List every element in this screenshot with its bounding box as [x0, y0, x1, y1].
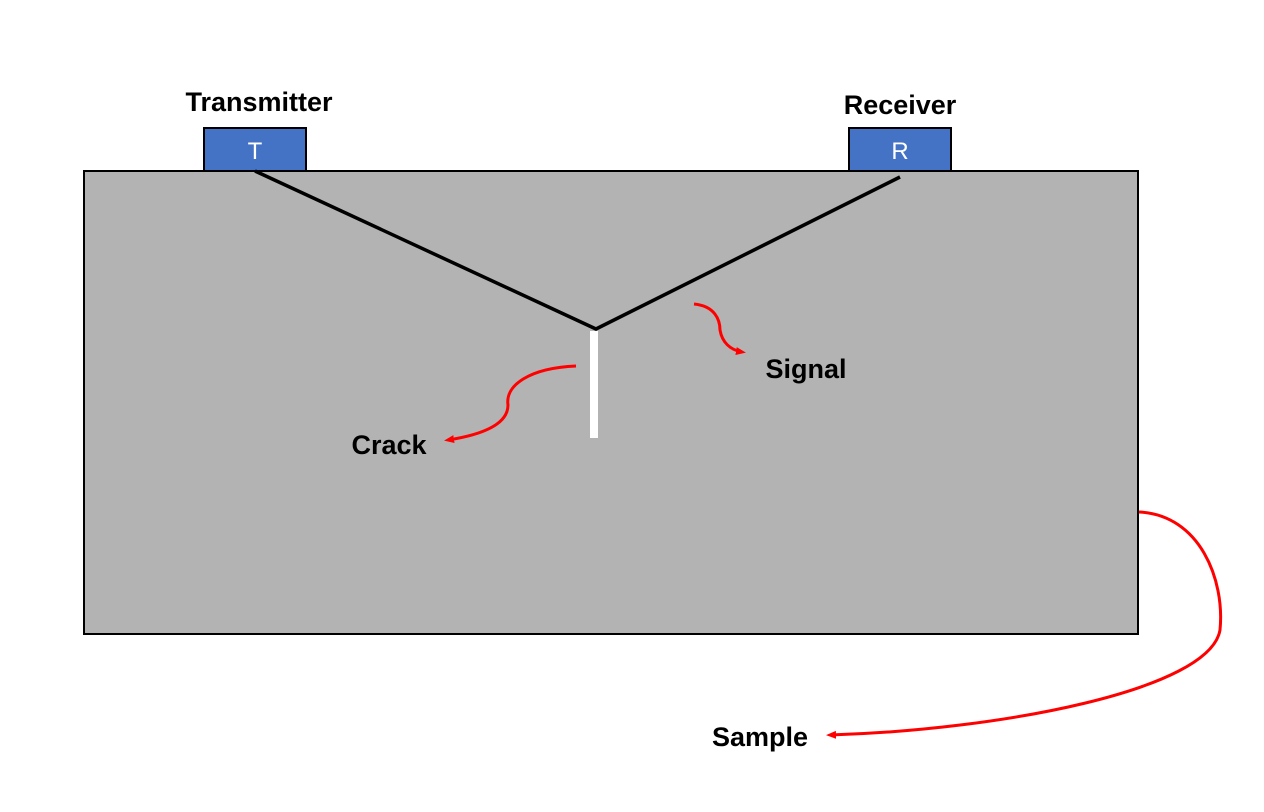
crack-label: Crack [351, 430, 427, 460]
receiver-probe [848, 127, 952, 172]
receiver-label: Receiver [844, 90, 957, 120]
crack-arrow [444, 364, 577, 444]
crack [590, 331, 598, 438]
transmitter-letter: T [248, 138, 263, 165]
signal-path [254, 169, 901, 331]
transmitter-label: Transmitter [185, 87, 333, 117]
sample-label: Sample [712, 722, 808, 752]
sample-arrow [826, 510, 1223, 739]
transmitter-probe [203, 127, 307, 172]
sample-block [83, 170, 1139, 635]
signal-label: Signal [765, 354, 846, 384]
receiver-letter: R [891, 138, 908, 165]
signal-arrow [693, 302, 746, 355]
